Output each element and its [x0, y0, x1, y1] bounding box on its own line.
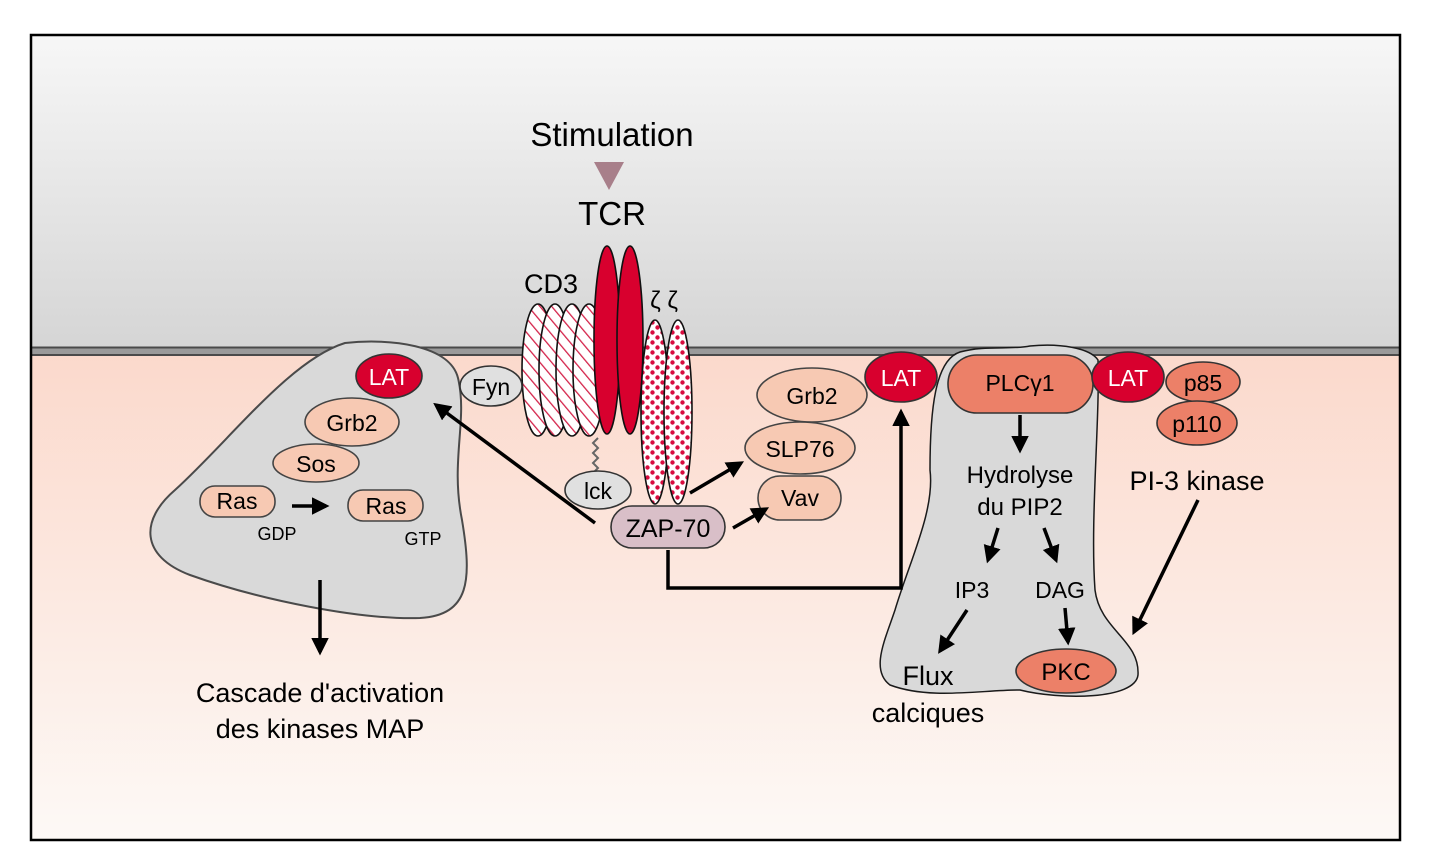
hydrolysis-label-line1: Hydrolyse [967, 462, 1074, 489]
dag-label: DAG [1035, 577, 1085, 603]
svg-text:LAT: LAT [881, 365, 921, 391]
svg-text:LAT: LAT [369, 364, 409, 390]
fyn-kinase: Fyn [459, 365, 523, 407]
tcr-label: TCR [578, 195, 646, 232]
stimulation-label: Stimulation [530, 116, 693, 153]
left-grb2: Grb2 [304, 397, 400, 447]
left-lat: LAT [355, 353, 423, 399]
svg-text:lck: lck [584, 478, 613, 504]
svg-text:PLCγ1: PLCγ1 [985, 370, 1054, 396]
p85: p85 [1165, 361, 1241, 403]
calcium-flux-label-line2: calciques [872, 698, 985, 728]
ras-gdp: Ras GDP [199, 485, 297, 544]
lck-kinase: lck [564, 470, 632, 510]
zeta-chains [640, 319, 693, 505]
svg-text:ZAP-70: ZAP-70 [626, 515, 711, 543]
center-lat: LAT [864, 351, 938, 403]
cd3-label: CD3 [524, 269, 578, 299]
zap70-kinase: ZAP-70 [610, 505, 726, 549]
right-lipid-raft [879, 344, 1139, 697]
ip3-label: IP3 [955, 577, 990, 603]
svg-text:Fyn: Fyn [472, 374, 510, 400]
zap-to-vav-arrow [732, 507, 770, 530]
map-cascade-label-line1: Cascade d'activation [196, 678, 444, 708]
pip2-to-dag-arrow [1042, 527, 1060, 564]
svg-text:Grb2: Grb2 [786, 383, 837, 409]
zap-to-center-lat-arrow [666, 408, 910, 590]
plc-gamma1: PLCγ1 [947, 354, 1094, 414]
svg-text:SLP76: SLP76 [765, 436, 834, 462]
dag-to-pkc-arrow [1058, 607, 1076, 646]
pip2-to-ip3-arrow [983, 527, 1001, 564]
map-cascade-label-line2: des kinases MAP [216, 714, 425, 744]
svg-text:Vav: Vav [781, 485, 819, 511]
right-lat: LAT [1091, 351, 1165, 403]
zap-to-left-lat-arrow [433, 402, 597, 525]
svg-text:p110: p110 [1172, 411, 1221, 437]
ras-gtp: Ras GTP [347, 489, 442, 549]
tcr-chains [593, 245, 644, 435]
svg-text:Sos: Sos [296, 451, 336, 477]
svg-text:Ras: Ras [366, 493, 407, 519]
slp76: SLP76 [744, 421, 856, 475]
cd3-chains [521, 303, 606, 437]
ip3-to-calcium-arrow [938, 609, 969, 654]
stimulation-arrow-icon [594, 162, 624, 190]
figure-frame [29, 33, 1402, 842]
svg-text:PKC: PKC [1041, 659, 1090, 686]
calcium-flux-label-line1: Flux [902, 661, 954, 691]
pi3k-to-pkc-arrow [1132, 499, 1200, 636]
extracellular-space [31, 35, 1400, 349]
pkc: PKC [1015, 648, 1117, 694]
svg-text:GDP: GDP [257, 524, 296, 544]
svg-text:Grb2: Grb2 [326, 410, 377, 436]
p110: p110 [1156, 400, 1238, 446]
vav: Vav [757, 475, 842, 521]
pi3-kinase-label: PI-3 kinase [1129, 466, 1264, 496]
svg-text:Ras: Ras [217, 488, 258, 514]
hydrolysis-label-line2: du PIP2 [977, 494, 1062, 521]
center-grb2: Grb2 [756, 367, 868, 423]
svg-text:p85: p85 [1184, 370, 1222, 396]
zeta-label: ζ ζ [650, 287, 678, 314]
left-sos: Sos [272, 443, 360, 483]
svg-text:GTP: GTP [404, 529, 441, 549]
svg-text:LAT: LAT [1108, 365, 1148, 391]
plasma-membrane [31, 346, 1400, 356]
zap-to-slp76-arrow [689, 461, 745, 495]
